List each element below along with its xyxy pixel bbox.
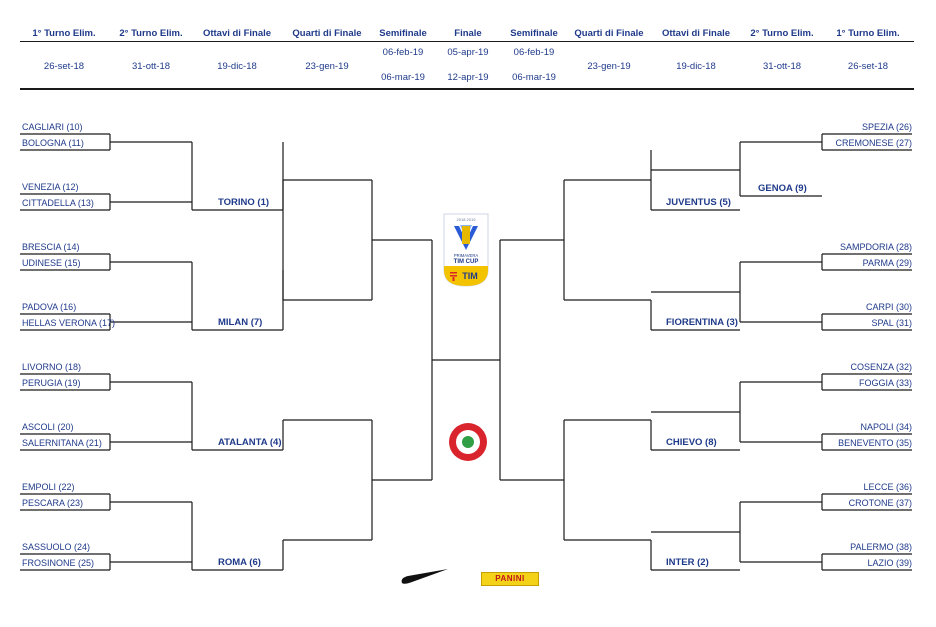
seeded-team-name: MILAN (7) [218, 317, 263, 328]
header-top-rule [20, 41, 914, 42]
seeded-team-name: TORINO (1) [218, 197, 270, 208]
schedule-header: 1° Turno Elim. 26-set-18 2° Turno Elim. 31-… [20, 28, 914, 91]
header-bottom-rule [20, 88, 914, 90]
header-col-title: Semifinale [510, 28, 558, 39]
team-name: PARMA (29) [862, 258, 912, 268]
seeded-team-name: ROMA (6) [218, 557, 261, 568]
seeded-team-name: ATALANTA (4) [218, 437, 282, 448]
team-name: ASCOLI (20) [22, 422, 74, 432]
seeded-team-name: INTER (2) [666, 557, 709, 568]
team-name: BENEVENTO (35) [838, 438, 912, 448]
header-col-date: 23-gen-19 [305, 61, 349, 72]
header-col-title: Ottavi di Finale [661, 28, 731, 39]
header-col-title: Semifinale [379, 28, 427, 39]
header-col-date: 19-dic-18 [217, 61, 257, 72]
primavera-tim-cup-logo: 2018 2019 PRIMAVERA TIM CUP TIM [443, 213, 489, 287]
team-name: FROSINONE (25) [22, 558, 95, 568]
team-name: PESCARA (23) [22, 498, 84, 508]
team-name: FOGGIA (33) [858, 378, 912, 388]
seeded-team-name: JUVENTUS (5) [666, 197, 731, 208]
header-col-title: 2° Turno Elim. [119, 28, 183, 39]
team-name: CITTADELLA (13) [22, 198, 94, 208]
header-col-title: 1° Turno Elim. [32, 28, 96, 39]
header-col-title: Quarti di Finale [292, 28, 362, 39]
header-col-date: 05-apr-19 [447, 47, 489, 58]
team-name: SPEZIA (26) [861, 122, 912, 132]
header-col-date: 12-apr-19 [447, 72, 489, 83]
team-name: SPAL (31) [871, 318, 912, 328]
cup-logo-line1: PRIMAVERA [454, 253, 479, 258]
team-name: VENEZIA (12) [22, 182, 79, 192]
team-name: PALERMO (38) [850, 542, 912, 552]
team-name: CARPI (30) [865, 302, 912, 312]
header-col-date: 23-gen-19 [587, 61, 631, 72]
header-col-date: 06-mar-19 [381, 72, 425, 83]
cup-logo-brand: TIM [462, 271, 478, 281]
header-col-date: 19-dic-18 [676, 61, 716, 72]
team-name: COSENZA (32) [850, 362, 912, 372]
team-name: SASSUOLO (24) [22, 542, 91, 552]
team-name: BRESCIA (14) [22, 242, 80, 252]
team-name: HELLAS VERONA (17) [22, 318, 116, 328]
header-col-title: 1° Turno Elim. [836, 28, 900, 39]
header-col-date: 06-feb-19 [513, 47, 555, 58]
cup-logo-line2: TIM CUP [454, 259, 479, 265]
header-col-date: 31-ott-18 [131, 61, 171, 72]
team-name: SALERNITANA (21) [22, 438, 102, 448]
header-col-title: Ottavi di Finale [202, 28, 272, 39]
seeded-team-name: FIORENTINA (3) [666, 317, 738, 328]
header-col-date: 06-feb-19 [382, 47, 424, 58]
team-name: SAMPDORIA (28) [839, 242, 912, 252]
team-name: CROTONE (37) [848, 498, 912, 508]
team-name: EMPOLI (22) [22, 482, 75, 492]
team-name: CREMONESE (27) [835, 138, 912, 148]
cup-logo-season: 2018 2019 [457, 217, 477, 222]
nike-swoosh-logo [401, 569, 448, 584]
seeded-team-name: CHIEVO (8) [666, 437, 717, 448]
team-name: LIVORNO (18) [22, 362, 82, 372]
team-name: BOLOGNA (11) [22, 138, 84, 148]
team-name: PADOVA (16) [22, 302, 77, 312]
header-col-date: 26-set-18 [847, 61, 889, 72]
header-col-date: 31-ott-18 [762, 61, 802, 72]
header-col-title: 2° Turno Elim. [750, 28, 814, 39]
team-name: CAGLIARI (10) [22, 122, 83, 132]
header-col-date: 06-mar-19 [512, 72, 556, 83]
seeded-team-name: GENOA (9) [758, 183, 807, 194]
team-name: UDINESE (15) [22, 258, 81, 268]
team-name: PERUGIA (19) [22, 378, 81, 388]
panini-logo: PANINI [481, 572, 539, 586]
coccarda-tricolore-icon [449, 423, 487, 461]
header-col-title: Quarti di Finale [574, 28, 644, 39]
team-name: LAZIO (39) [867, 558, 912, 568]
team-name: LECCE (36) [863, 482, 912, 492]
header-col-title: Finale [454, 28, 482, 39]
header-col-date: 26-set-18 [43, 61, 85, 72]
team-name: NAPOLI (34) [860, 422, 912, 432]
